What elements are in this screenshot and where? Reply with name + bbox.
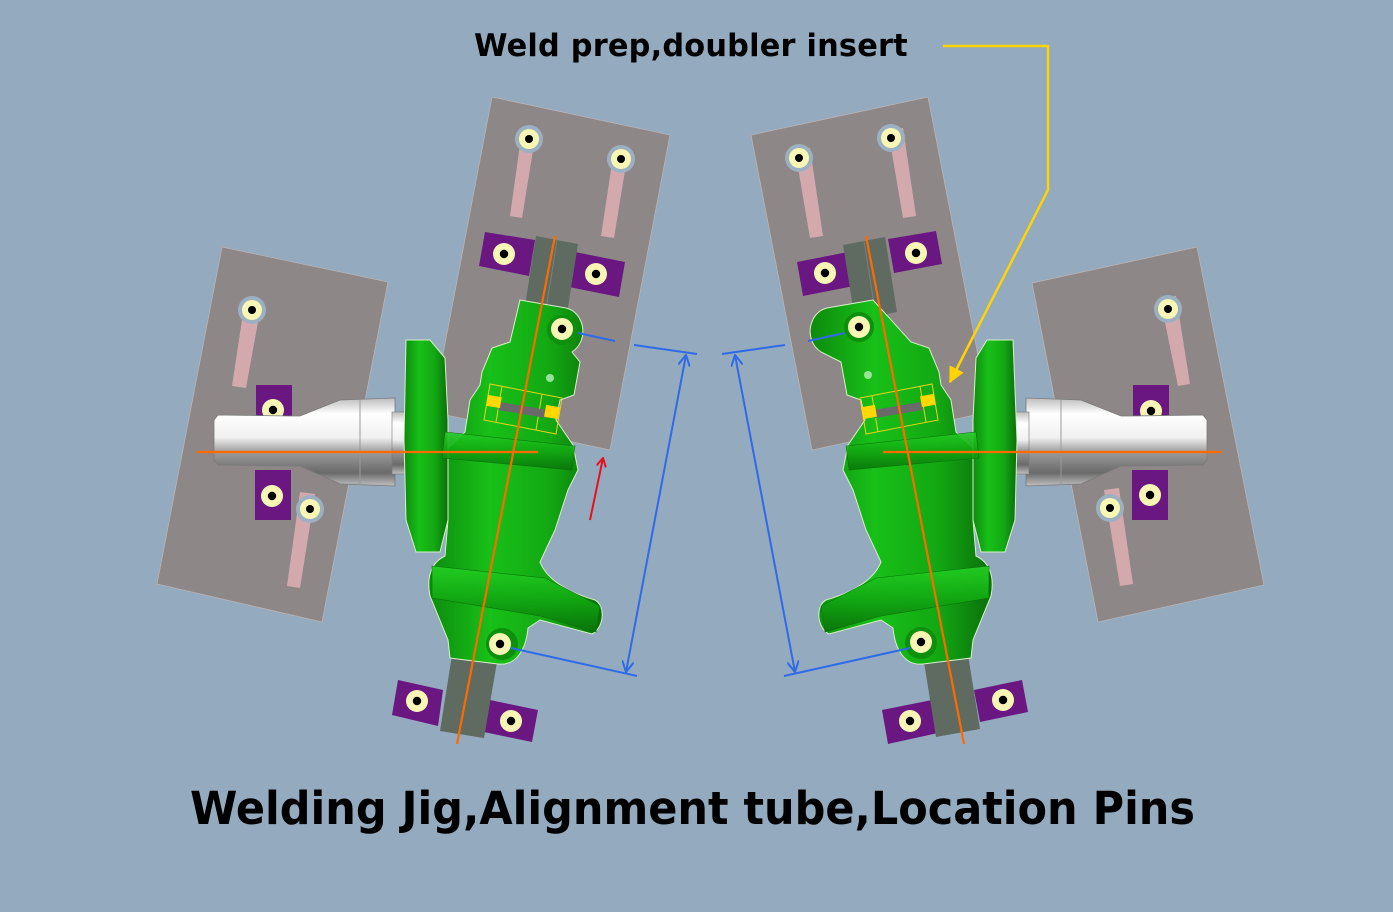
left-vertical-centerline bbox=[455, 235, 557, 745]
location-pin bbox=[607, 145, 635, 173]
direction-arrow bbox=[589, 458, 603, 521]
callout-leader-line bbox=[943, 44, 1050, 384]
weld-prep-doubler-insert-right bbox=[859, 383, 939, 435]
location-pin bbox=[238, 296, 266, 324]
location-pin bbox=[406, 690, 428, 712]
location-pin bbox=[814, 262, 836, 284]
location-pin bbox=[877, 124, 905, 152]
location-pin bbox=[992, 689, 1014, 711]
location-pin bbox=[296, 495, 324, 523]
right-vertical-centerline bbox=[864, 235, 966, 745]
location-pin bbox=[551, 318, 573, 340]
location-pin bbox=[899, 710, 921, 732]
left-alignment-tube-bottom bbox=[440, 655, 497, 738]
location-pin bbox=[848, 316, 870, 338]
location-pin bbox=[515, 125, 543, 153]
right-flange bbox=[972, 339, 1018, 553]
weld-prep-doubler-insert-left bbox=[483, 383, 563, 435]
location-pin bbox=[493, 243, 515, 265]
location-pin bbox=[785, 144, 813, 172]
location-pin bbox=[261, 485, 283, 507]
right-dimension-arrow bbox=[721, 332, 911, 677]
location-pin bbox=[489, 633, 511, 655]
location-pin bbox=[905, 242, 927, 264]
left-dimension-arrow bbox=[510, 332, 698, 677]
location-pin bbox=[910, 631, 932, 653]
location-pin bbox=[585, 263, 607, 285]
left-flange bbox=[403, 339, 449, 553]
location-pin bbox=[1096, 494, 1124, 522]
location-pin bbox=[1139, 484, 1161, 506]
location-pin bbox=[500, 710, 522, 732]
right-alignment-tube-bottom bbox=[924, 655, 980, 737]
diagram-title: Welding Jig,Alignment tube,Location Pins bbox=[190, 782, 1195, 835]
callout-label: Weld prep,doubler insert bbox=[474, 28, 908, 64]
location-pin bbox=[1154, 295, 1182, 323]
left-assembly bbox=[156, 96, 698, 745]
right-assembly bbox=[721, 96, 1265, 745]
